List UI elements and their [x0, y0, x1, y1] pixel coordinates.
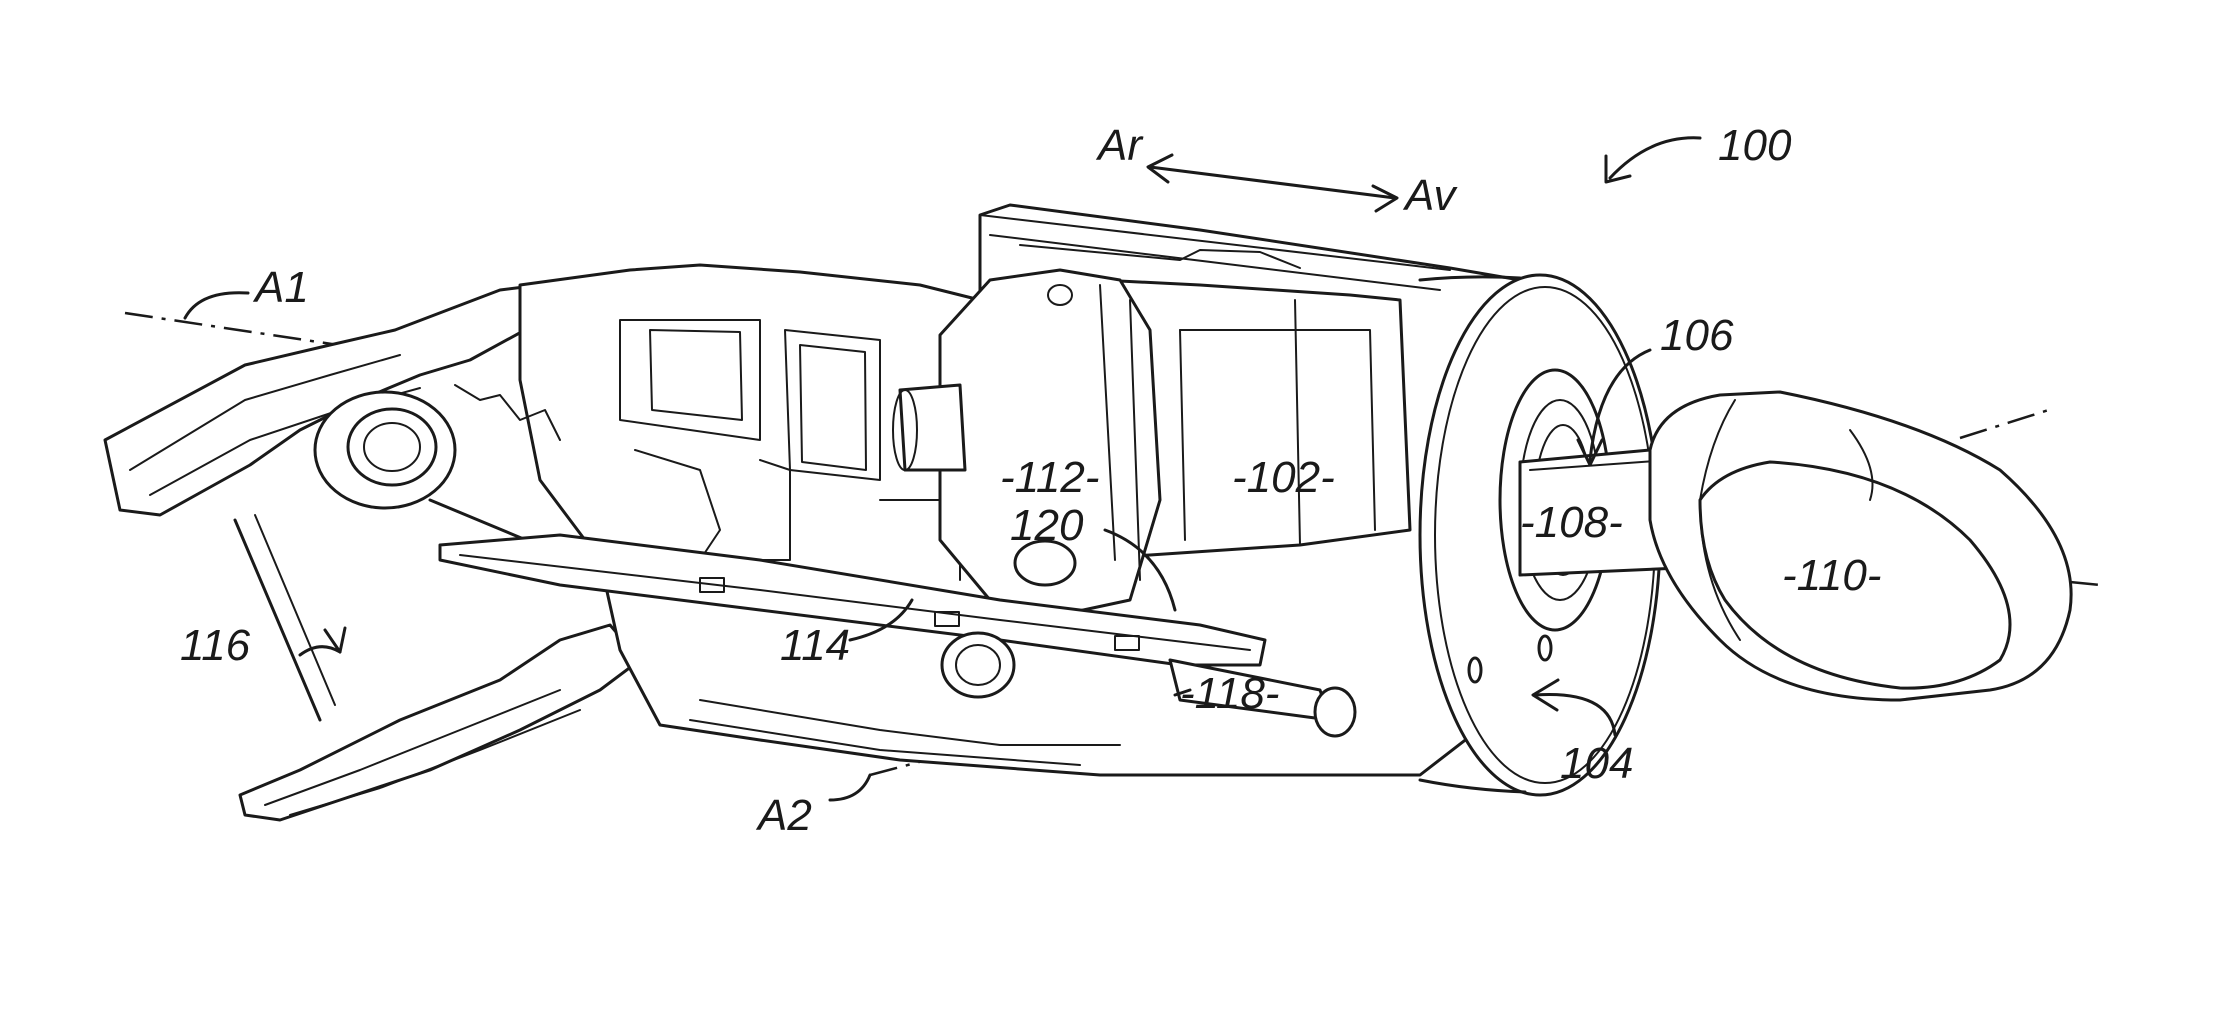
head	[1650, 392, 2071, 700]
label-110: -110-	[1782, 551, 1881, 600]
head-axis-line-lower	[2070, 582, 2100, 585]
label-a1: A1	[252, 263, 309, 312]
label-a2: A2	[755, 791, 812, 840]
label-100: 100	[1718, 121, 1792, 170]
label-108: -108-	[1520, 498, 1623, 547]
leader-100	[1606, 138, 1700, 182]
head-axis-line-upper	[1960, 408, 2055, 438]
label-106: 106	[1660, 311, 1734, 360]
direction-arrow	[1148, 155, 1397, 211]
label-120: 120	[1010, 501, 1084, 550]
label-av: Av	[1402, 171, 1459, 220]
label-118: -118-	[1180, 669, 1279, 718]
label-102: -102-	[1232, 453, 1335, 502]
label-116: 116	[180, 621, 251, 670]
label-112: -112-	[1000, 453, 1099, 502]
label-104: 104	[1560, 739, 1633, 788]
label-ar: Ar	[1095, 121, 1144, 170]
label-114: 114	[780, 621, 850, 670]
leader-a2	[830, 775, 870, 800]
leader-116	[300, 628, 345, 655]
leader-a1	[185, 293, 248, 318]
